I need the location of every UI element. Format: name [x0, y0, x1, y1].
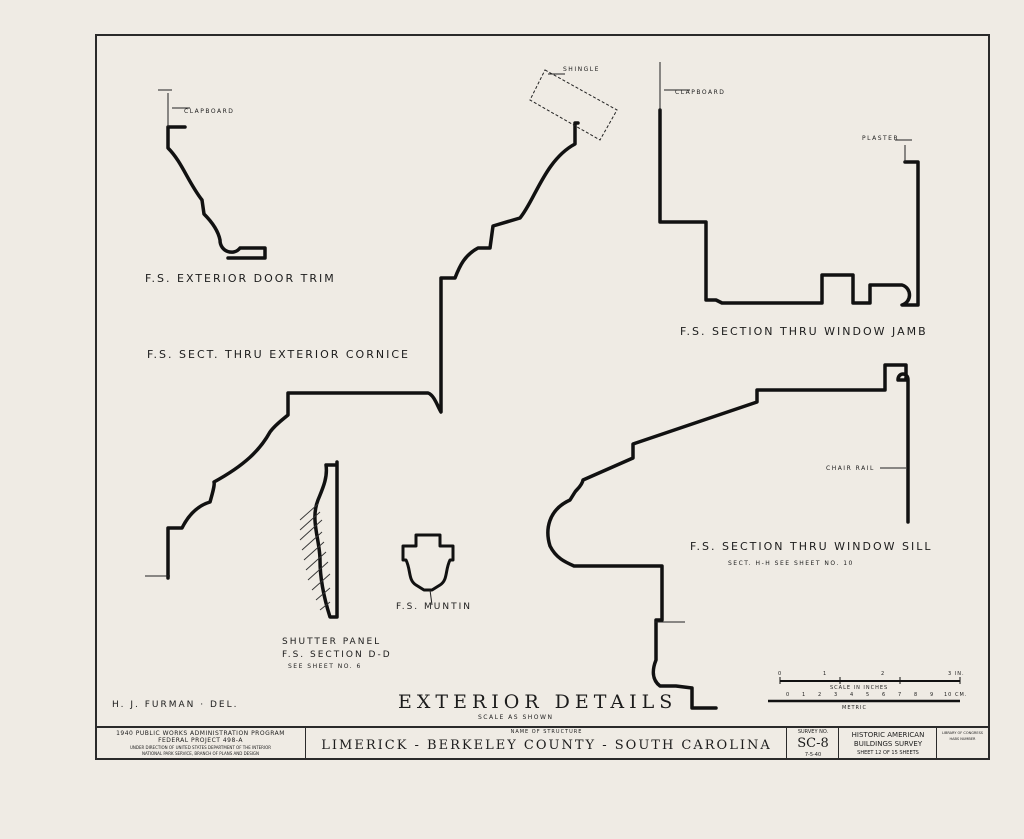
label-muntin: F.S. MUNTIN [396, 602, 472, 612]
label-shutter-panel: SHUTTER PANEL [282, 637, 382, 647]
cornice-profile [166, 121, 580, 580]
inch-tick-1: 1 [823, 671, 828, 677]
cm-tick-3: 3 [834, 692, 839, 698]
cm-tick-8: 8 [914, 692, 919, 698]
cm-tick-4: 4 [850, 692, 855, 698]
cm-tick-6: 6 [882, 692, 887, 698]
label-window-jamb: F.S. SECTION THRU WINDOW JAMB [680, 325, 928, 338]
habs-cell: HISTORIC AMERICAN BUILDINGS SURVEY SHEET… [839, 728, 937, 760]
inch-tick-0: 0 [778, 671, 783, 677]
structure-cell: NAME OF STRUCTURE LIMERICK - BERKELEY CO… [306, 728, 787, 760]
clapboard-right-leader [659, 62, 690, 110]
program-line-1: 1940 PUBLIC WORKS ADMINISTRATION PROGRAM [116, 730, 285, 737]
window-sill-profile [546, 363, 910, 710]
survey-cell: SURVEY NO. SC-8 7-5-40 [787, 728, 839, 760]
scale-note: SCALE AS SHOWN [478, 714, 554, 721]
habs-line-2: BUILDINGS SURVEY [853, 740, 923, 748]
cm-tick-9: 9 [930, 692, 935, 698]
plaster-leader [895, 139, 912, 162]
structure-name: LIMERICK - BERKELEY COUNTY - SOUTH CAROL… [321, 738, 772, 753]
sheet-title: EXTERIOR DETAILS [398, 691, 678, 713]
program-cell: 1940 PUBLIC WORKS ADMINISTRATION PROGRAM… [95, 728, 306, 760]
label-sill-reference: SECT. H-H SEE SHEET NO. 10 [728, 560, 854, 567]
program-line-3: UNDER DIRECTION OF UNITED STATES DEPARTM… [129, 745, 272, 750]
survey-caption: SURVEY NO. [797, 729, 829, 735]
shingle-outline [529, 69, 618, 141]
label-clapboard-left: CLAPBOARD [184, 108, 235, 115]
cm-tick-10: 10 CM. [944, 692, 968, 698]
label-clapboard-right: CLAPBOARD [675, 89, 726, 96]
habs-line-1: HISTORIC AMERICAN [851, 731, 925, 739]
title-block: 1940 PUBLIC WORKS ADMINISTRATION PROGRAM… [95, 726, 990, 760]
cm-tick-1: 1 [802, 692, 807, 698]
scale-bar-inches [779, 677, 961, 684]
label-door-trim: F.S. EXTERIOR DOOR TRIM [145, 272, 336, 285]
cm-tick-2: 2 [818, 692, 823, 698]
cm-tick-0: 0 [786, 692, 791, 698]
scale-metric-label: METRIC [842, 705, 867, 711]
label-shingle: SHINGLE [563, 66, 600, 73]
cm-tick-7: 7 [898, 692, 903, 698]
scale-inches-label: SCALE IN INCHES [830, 685, 889, 691]
inch-tick-3: 3 IN. [948, 671, 965, 677]
muntin-profile [401, 533, 455, 592]
survey-number: SC-8 [797, 736, 829, 751]
door-trim-leader [158, 89, 190, 127]
door-trim-profile [166, 125, 267, 260]
label-cornice: F.S. SECT. THRU EXTERIOR CORNICE [147, 348, 410, 361]
shutter-panel-profile [313, 460, 339, 619]
delineator-credit: H. J. FURMAN · DEL. [112, 700, 239, 710]
loc-line-1: LIBRARY OF CONGRESS [941, 731, 984, 735]
label-shutter-reference: SEE SHEET NO. 6 [288, 663, 362, 670]
shutter-hatch [299, 503, 331, 611]
structure-caption: NAME OF STRUCTURE [510, 729, 583, 735]
program-line-2: FEDERAL PROJECT 498-A [158, 737, 243, 744]
label-window-sill: F.S. SECTION THRU WINDOW SILL [690, 540, 933, 553]
label-chair-rail: CHAIR RAIL [826, 465, 875, 472]
survey-date: 7-5-40 [804, 752, 822, 758]
label-plaster: PLASTER [862, 135, 900, 142]
label-shutter-section: F.S. SECTION D-D [282, 650, 392, 660]
muntin-leader [429, 589, 433, 606]
loc-cell: LIBRARY OF CONGRESS HABS NUMBER [937, 728, 988, 760]
program-line-4: NATIONAL PARK SERVICE, BRANCH OF PLANS A… [141, 751, 260, 756]
drawing-border [95, 34, 990, 760]
inch-tick-2: 2 [881, 671, 886, 677]
loc-line-2: HABS NUMBER [949, 737, 976, 741]
sheet-info: SHEET 12 OF 15 SHEETS [857, 750, 919, 756]
cm-tick-5: 5 [866, 692, 871, 698]
window-jamb-profile [658, 108, 920, 307]
